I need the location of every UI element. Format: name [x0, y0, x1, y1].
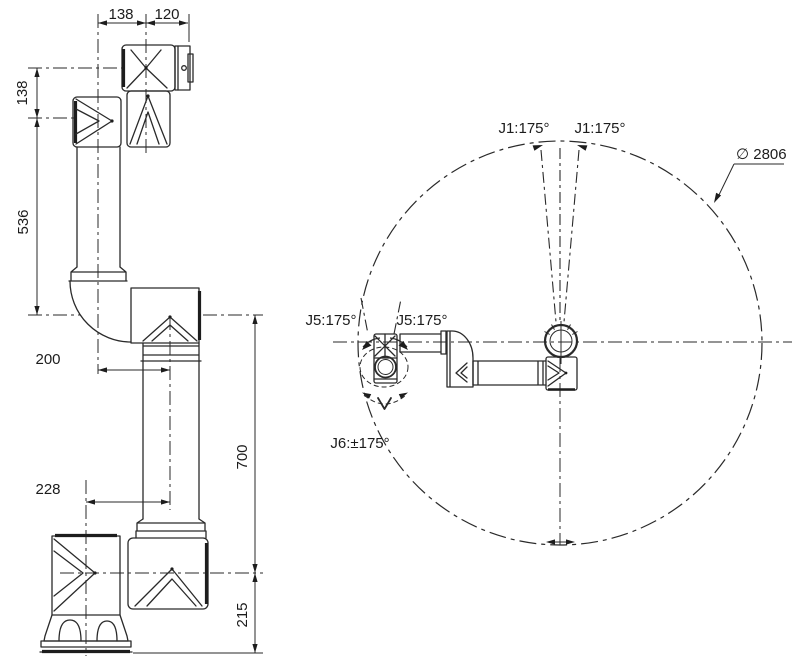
elbow-top-view [446, 330, 474, 388]
top-view: J1:175° J1:175° J5:175° J5:175° J6:±175°… [305, 120, 792, 546]
dim-label-base-offset: 228 [35, 481, 60, 498]
j5-limit-label-right: J5:175° [396, 312, 447, 329]
j6-rotation-arc [362, 392, 408, 410]
side-view-centerlines [28, 14, 263, 656]
base-foot [39, 614, 133, 654]
forearm-tube [135, 360, 207, 539]
dim-label-elbow-offset: 200 [35, 351, 60, 368]
envelope-diameter-label: ∅ 2806 [736, 146, 787, 163]
envelope-rotation-arrow [546, 539, 575, 545]
j1-limit-label-right: J1:175° [574, 120, 625, 137]
j1-arc-arrow-right [577, 145, 588, 151]
dim-label-flange-top-width: 120 [154, 6, 179, 23]
upper-arm-tube [68, 146, 128, 282]
j6-limit-label: J6:±175° [330, 435, 389, 452]
diameter-callout [714, 163, 784, 203]
dim-label-wrist-height: 138 [14, 80, 31, 105]
j5-limit-label-left: J5:175° [305, 312, 356, 329]
tool-flange [121, 44, 194, 92]
j5-envelope-circle [359, 346, 409, 388]
dim-label-base-height: 215 [234, 602, 251, 627]
forearm-top-view [472, 360, 547, 386]
dim-label-upper-arm: 536 [15, 209, 32, 234]
elbow-joint [69, 280, 202, 362]
dim-label-wrist-top-width: 138 [108, 6, 133, 23]
shoulder-joint [127, 537, 209, 610]
dimension-arrowheads [34, 20, 258, 653]
side-view: 138 120 138 536 200 700 228 215 [14, 6, 263, 656]
wrist-link-top-view [399, 330, 447, 355]
j1-limit-lines [540, 148, 580, 326]
j1-arc-arrow-left [532, 145, 543, 151]
wrist-top-view [359, 333, 409, 388]
shoulder-top-view [545, 356, 578, 391]
wrist-joint [72, 90, 171, 148]
base-column [51, 533, 121, 616]
j1-limit-label-left: J1:175° [498, 120, 549, 137]
j5-limit-lines [360, 297, 408, 350]
dim-label-forearm: 700 [234, 444, 251, 469]
